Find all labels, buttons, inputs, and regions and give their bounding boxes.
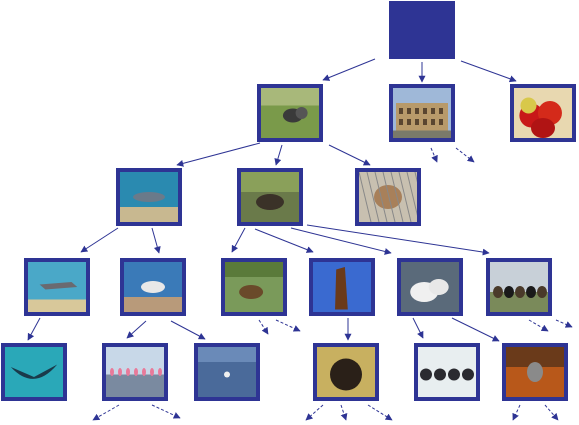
- animal-in-brush-photo: [241, 172, 299, 222]
- collapsed-edge-colosseum-1: [455, 147, 475, 163]
- collapsed-edge-pony-0: [305, 404, 324, 421]
- collapsed-edge-capybara-0: [258, 319, 269, 335]
- collapsed-edge-capybara-1: [275, 319, 301, 332]
- edge-land-animals-to-polar-bear: [290, 227, 392, 255]
- node-fence-animal[interactable]: [355, 168, 427, 226]
- edge-water-animals-to-seagull: [151, 227, 161, 254]
- collapsed-edge-flamingos-0: [92, 404, 120, 421]
- collapsed-edge-cat-1: [544, 404, 559, 421]
- node-capybara[interactable]: [221, 258, 287, 316]
- node-colosseum[interactable]: [389, 84, 455, 142]
- colosseum-photo: [393, 88, 451, 138]
- leopard-behind-fence-photo: [359, 172, 417, 222]
- node-fruit[interactable]: [510, 84, 576, 142]
- node-water-animals[interactable]: [116, 168, 182, 226]
- node-cat[interactable]: [502, 343, 568, 401]
- node-land-animals[interactable]: [237, 168, 303, 226]
- edge-animals-to-fence-animal: [328, 144, 371, 166]
- node-animals[interactable]: [257, 84, 323, 142]
- node-shark[interactable]: [24, 258, 90, 316]
- bird-on-water-photo: [198, 347, 256, 397]
- node-sled-dogs[interactable]: [414, 343, 480, 401]
- flamingos-photo: [106, 347, 164, 397]
- node-pony[interactable]: [313, 343, 379, 401]
- white-animals-photo: [401, 262, 459, 312]
- node-manta-ray[interactable]: [1, 343, 67, 401]
- edge-shark-to-manta-ray: [27, 317, 41, 341]
- capybara-photo: [225, 262, 283, 312]
- collapsed-edge-cattle-1: [555, 319, 573, 328]
- edge-animals-to-land-animals: [274, 144, 283, 166]
- edge-seagull-to-sea-bird: [170, 320, 206, 340]
- collapsed-edge-colosseum-0: [430, 147, 438, 163]
- cattle-herd-photo: [490, 262, 548, 312]
- node-cattle[interactable]: [486, 258, 552, 316]
- collapsed-edge-pony-2: [367, 404, 393, 421]
- dark-pony-photo: [317, 347, 375, 397]
- edge-seagull-to-flamingos: [126, 320, 147, 339]
- animals-in-grass-photo: [261, 88, 319, 138]
- node-flamingos[interactable]: [102, 343, 168, 401]
- red-apples-photo: [514, 88, 572, 138]
- sled-dogs-photo: [418, 347, 476, 397]
- collapsed-branch-layer: [92, 147, 573, 421]
- edge-land-animals-to-cattle: [306, 224, 490, 256]
- edge-layer: [27, 58, 517, 342]
- edge-polar-bear-to-cat: [451, 317, 500, 342]
- collapsed-edge-flamingos-1: [151, 404, 181, 419]
- node-horse[interactable]: [309, 258, 375, 316]
- collapsed-edge-pony-1: [340, 404, 348, 421]
- node-seagull[interactable]: [120, 258, 186, 316]
- cat-in-leaves-photo: [506, 347, 564, 397]
- manta-ray-photo: [5, 347, 63, 397]
- edge-land-animals-to-capybara: [231, 227, 246, 253]
- collapsed-edge-cat-0: [512, 404, 521, 421]
- edge-root-to-fruit: [460, 60, 517, 83]
- shark-underwater-photo: [120, 172, 178, 222]
- edge-land-animals-to-horse: [254, 228, 314, 253]
- node-layer: [1, 1, 576, 401]
- edge-animals-to-water-animals: [176, 142, 261, 167]
- seagull-on-beach-photo: [124, 262, 182, 312]
- edge-polar-bear-to-sled-dogs: [412, 317, 424, 339]
- brown-horse-photo: [313, 262, 371, 312]
- shark-photo: [28, 262, 86, 312]
- edge-root-to-animals: [322, 58, 376, 81]
- node-root[interactable]: [389, 1, 455, 59]
- node-sea-bird[interactable]: [194, 343, 260, 401]
- collapsed-edge-cattle-0: [528, 319, 549, 332]
- edge-water-animals-to-shark: [80, 227, 119, 253]
- node-frame: [389, 1, 455, 59]
- node-polar-bear[interactable]: [397, 258, 463, 316]
